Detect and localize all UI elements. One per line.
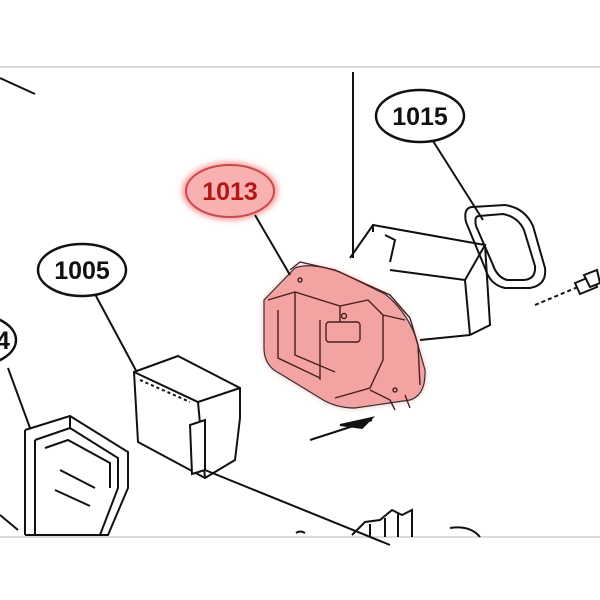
gasket-1015 <box>464 203 547 289</box>
callout-1015-label: 1015 <box>392 103 448 131</box>
screw-part <box>534 268 600 306</box>
left-frame-part <box>0 414 129 536</box>
callout-1013-label: 1013 <box>202 178 258 206</box>
leader-line-1004 <box>7 367 31 429</box>
bottom-right-fragments <box>295 508 481 538</box>
callout-1013[interactable]: 1013 <box>182 162 278 220</box>
callout-1005-label: 1005 <box>54 257 110 285</box>
part-1005-block <box>132 354 241 480</box>
housing-box <box>349 223 492 341</box>
direction-arrow <box>309 416 376 441</box>
callout-1004-partial[interactable]: 4 <box>0 314 18 366</box>
highlighted-part-1013[interactable] <box>263 261 426 411</box>
leader-line-1005-bottom <box>204 469 391 546</box>
leader-line-1015 <box>432 140 484 221</box>
frame-lines <box>0 66 600 538</box>
leader-line-1013 <box>254 214 291 276</box>
callout-1004-label: 4 <box>0 327 10 355</box>
callout-1015[interactable]: 1015 <box>374 88 466 144</box>
leader-line-1005 <box>95 295 141 379</box>
callout-1005[interactable]: 1005 <box>36 242 128 298</box>
leader-line-top-left <box>0 77 36 95</box>
